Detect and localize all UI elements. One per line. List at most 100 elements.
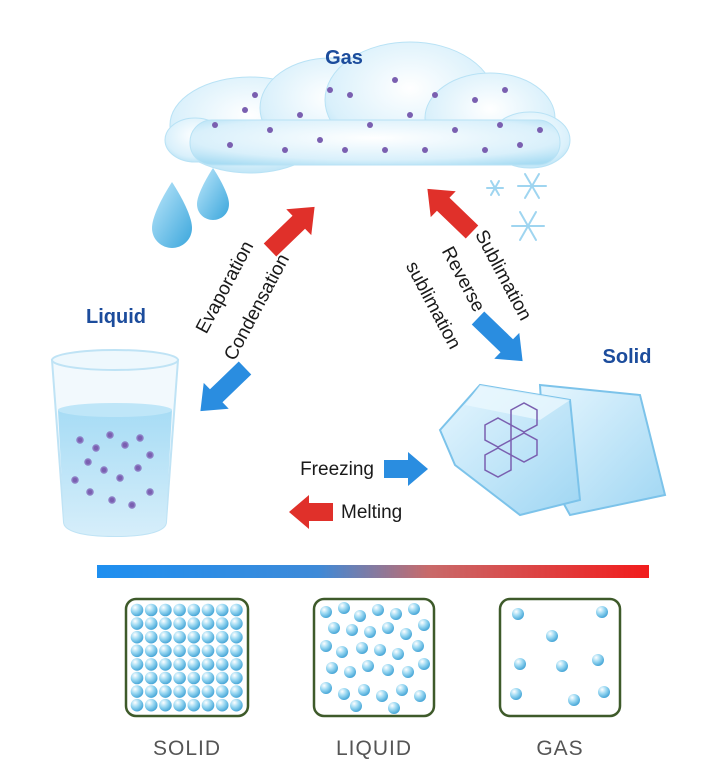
melting-label: Melting — [341, 502, 402, 523]
particle — [173, 617, 186, 630]
particle — [130, 630, 144, 644]
particle — [201, 630, 215, 644]
particle — [187, 630, 201, 644]
particle — [598, 686, 610, 698]
particle — [592, 654, 604, 666]
particle — [408, 603, 420, 615]
particle — [215, 658, 229, 671]
particle — [130, 685, 144, 698]
particle — [130, 698, 144, 712]
particle — [187, 617, 201, 630]
particle — [215, 617, 229, 630]
solid-box-label: SOLID — [153, 737, 221, 760]
particle — [392, 648, 404, 660]
gas-box-label: GAS — [536, 737, 583, 760]
sublimation-arrow — [427, 188, 479, 239]
particle — [159, 685, 172, 698]
evaporation-arrow — [263, 206, 315, 257]
particle — [320, 640, 332, 652]
particle — [130, 658, 144, 671]
particle — [173, 644, 186, 658]
particle — [362, 660, 374, 672]
particle — [230, 685, 243, 698]
particle — [336, 646, 348, 658]
particle — [173, 658, 186, 671]
particle — [187, 603, 201, 617]
particle — [568, 694, 580, 706]
water-drops — [152, 168, 229, 248]
particle — [144, 603, 158, 617]
particle — [414, 690, 426, 702]
particle — [130, 644, 144, 658]
gas-title: Gas — [325, 47, 363, 69]
particle — [201, 685, 215, 698]
solid-lattice — [484, 402, 538, 478]
particle — [230, 630, 243, 644]
particle — [144, 685, 158, 698]
particle — [390, 608, 402, 620]
particle — [382, 622, 394, 634]
particle — [187, 671, 201, 685]
particle — [187, 644, 201, 658]
reverse-sublimation-arrow — [471, 311, 523, 362]
gas-particles — [510, 606, 610, 706]
particle — [130, 603, 144, 617]
liquid-particle-box — [312, 597, 436, 718]
particle — [144, 630, 158, 644]
particle — [201, 658, 215, 671]
particle — [173, 603, 186, 617]
particle — [230, 644, 243, 658]
particle — [326, 662, 338, 674]
particle — [201, 671, 215, 685]
particle — [201, 603, 215, 617]
particle — [230, 671, 243, 685]
particle — [388, 702, 400, 714]
particle — [354, 610, 366, 622]
solid-particles — [130, 603, 243, 712]
particle — [412, 640, 424, 652]
solid-ice — [438, 383, 667, 517]
particle — [418, 658, 430, 670]
particle — [338, 688, 350, 700]
snowflake-icon — [486, 173, 547, 241]
gas-particle-box — [498, 597, 622, 718]
particle — [144, 671, 158, 685]
particle — [144, 644, 158, 658]
particle — [396, 684, 408, 696]
particle — [382, 664, 394, 676]
particle — [358, 684, 370, 696]
gas-molecules — [212, 77, 543, 153]
particle — [215, 644, 229, 658]
particle — [320, 682, 332, 694]
particle — [215, 685, 229, 698]
particle — [187, 685, 201, 698]
particle — [159, 698, 172, 712]
particle — [201, 644, 215, 658]
particle — [344, 666, 356, 678]
liquid-glass — [50, 349, 180, 538]
gas-cloud — [164, 41, 571, 174]
particle — [400, 628, 412, 640]
particle — [402, 666, 414, 678]
particle — [187, 698, 201, 712]
temperature-gradient-bar — [97, 565, 649, 578]
particle — [512, 608, 524, 620]
freezing-arrow — [384, 452, 428, 486]
freezing-label: Freezing — [300, 459, 374, 480]
particle — [376, 690, 388, 702]
liquid-title: Liquid — [86, 306, 146, 328]
particle — [159, 603, 172, 617]
particle — [596, 606, 608, 618]
particle — [510, 688, 522, 700]
particle — [201, 617, 215, 630]
particle — [230, 603, 243, 617]
particle — [418, 619, 430, 631]
particle — [374, 644, 386, 656]
liquid-box-label: LIQUID — [336, 737, 412, 760]
condensation-arrow — [200, 361, 252, 412]
particle — [159, 671, 172, 685]
particle — [130, 617, 144, 630]
particle — [356, 642, 368, 654]
particle — [173, 630, 186, 644]
